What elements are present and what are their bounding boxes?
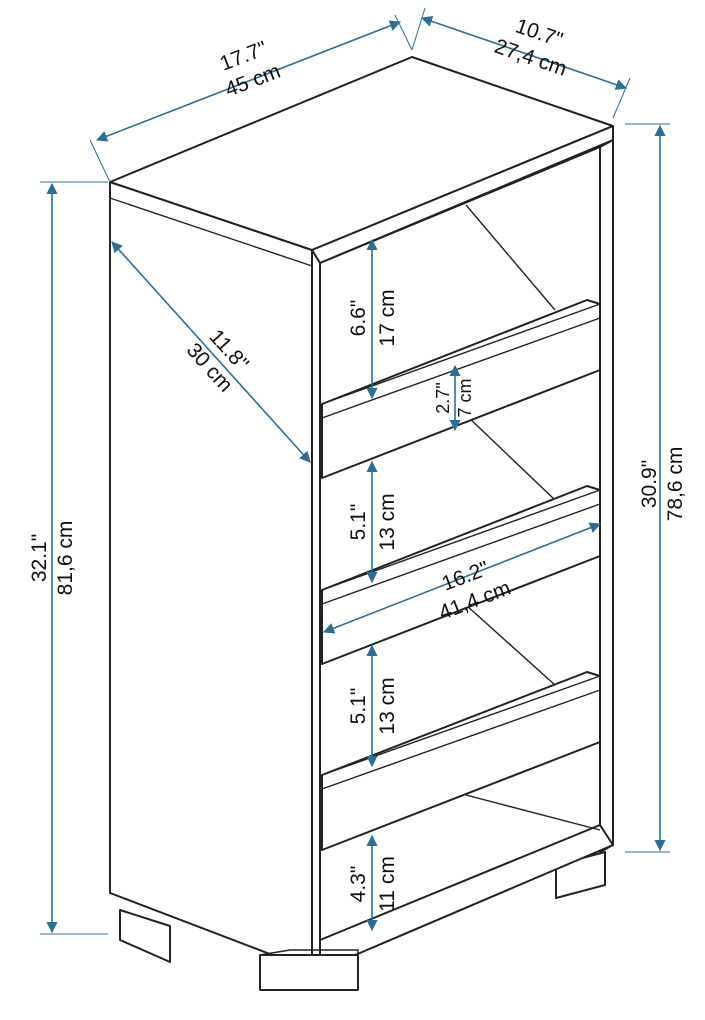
front-center-foot [259,954,359,991]
gap-mid-1-cm-label: 13 cm [376,493,399,550]
inner-back-line-1 [465,204,556,311]
inner-height-inch-label: 30.9" [638,460,661,508]
gap-top-cm-label: 17 cm [376,289,399,346]
dimension-lines [40,7,670,935]
inner-height-cm-label: 78,6 cm [664,447,687,522]
gap-mid-1-inch-label: 5.1" [347,504,370,541]
gap-mid-2-inch-label: 5.1" [347,688,370,725]
inner-width-dimension-line [322,522,602,634]
lip-inch-label: 2.7" [433,382,453,413]
height-inch-label: 32.1" [28,534,51,582]
gap-mid-2-cm-label: 13 cm [376,677,399,734]
shelf-depth-dimension-line [111,241,311,463]
shelf-3 [321,671,601,851]
lip-cm-label: 7 cm [455,378,475,417]
height-cm-label: 81,6 cm [54,521,77,596]
inner-back-line-4 [465,794,601,831]
gap-top-inch-label: 6.6" [347,300,370,337]
gap-bottom-cm-label: 11 cm [376,856,399,912]
depth-dimension-line [420,15,628,91]
shelf-1 [321,299,601,479]
right-side-panel [599,139,614,853]
left-side-panel [109,181,313,971]
front-left-foot [119,909,171,963]
width-dimension-line [95,20,402,142]
gap-bottom-inch-label: 4.3" [347,866,370,903]
inner-back-line-2 [465,414,556,501]
